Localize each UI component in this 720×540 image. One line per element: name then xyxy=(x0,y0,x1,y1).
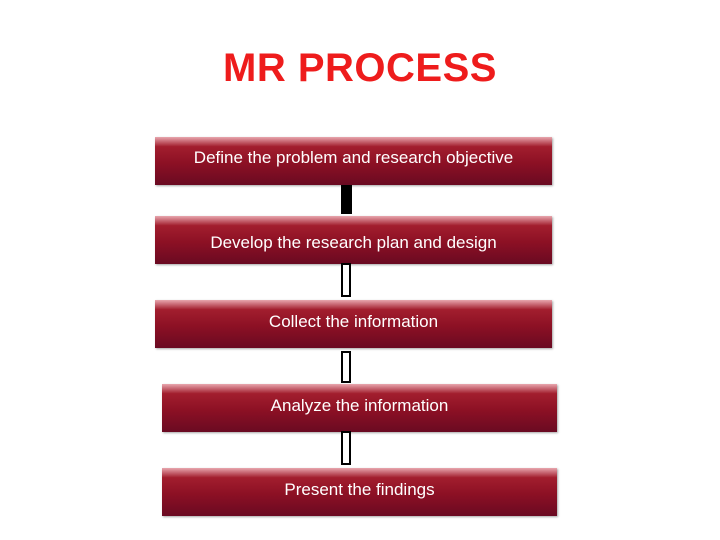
connector-1 xyxy=(341,185,352,214)
connector-3 xyxy=(341,351,351,383)
connector-2 xyxy=(341,263,351,297)
step-define-problem: Define the problem and research objectiv… xyxy=(155,137,552,185)
page-title: MR PROCESS xyxy=(223,46,497,90)
step-develop-plan: Develop the research plan and design xyxy=(155,216,552,264)
step-analyze-information: Analyze the information xyxy=(162,384,557,432)
connector-4 xyxy=(341,431,351,465)
step-collect-information: Collect the information xyxy=(155,300,552,348)
step-present-findings: Present the findings xyxy=(162,468,557,516)
